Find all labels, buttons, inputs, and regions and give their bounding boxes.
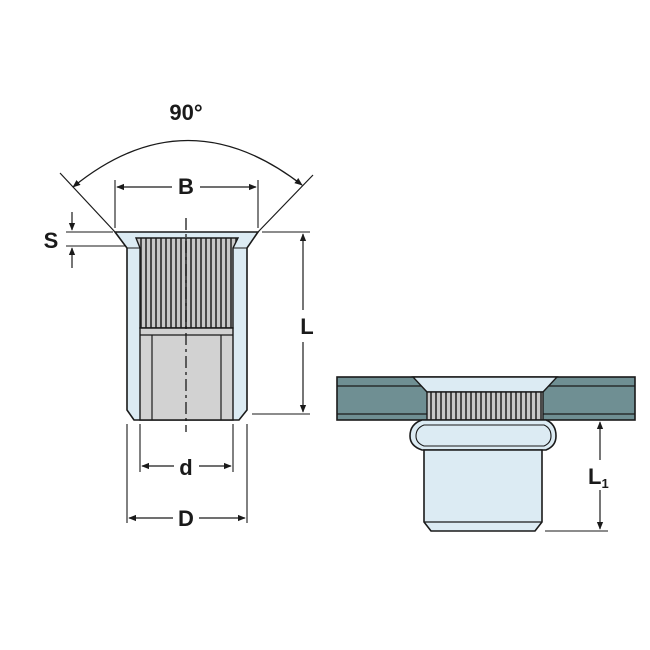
installed-view xyxy=(336,376,636,532)
installed-length-letter: L xyxy=(588,464,601,489)
head-thickness-dimension: S xyxy=(44,212,125,268)
head-width-dimension: B xyxy=(114,174,259,228)
inner-diameter-dimension: d xyxy=(139,424,234,480)
installed-length-label: L1 xyxy=(588,464,609,491)
inner-diameter-label: d xyxy=(179,455,192,480)
head-width-label: B xyxy=(178,174,194,199)
installed-length-subscript: 1 xyxy=(601,476,608,491)
upset-bulge xyxy=(409,419,557,451)
knurled-shank xyxy=(426,391,544,421)
countersunk-head xyxy=(411,376,559,393)
installed-length-dimension: L1 xyxy=(545,419,609,532)
outer-diameter-label: D xyxy=(178,506,194,531)
section-view xyxy=(113,218,260,432)
knurled-cavity xyxy=(134,237,240,329)
head-thickness-label: S xyxy=(44,228,59,253)
angle-label: 90° xyxy=(169,100,202,125)
length-dimension: L xyxy=(252,231,314,415)
length-label: L xyxy=(300,314,313,339)
lower-body xyxy=(423,449,543,532)
angle-dimension: 90° xyxy=(59,100,314,233)
outer-diameter-dimension: D xyxy=(126,424,248,531)
